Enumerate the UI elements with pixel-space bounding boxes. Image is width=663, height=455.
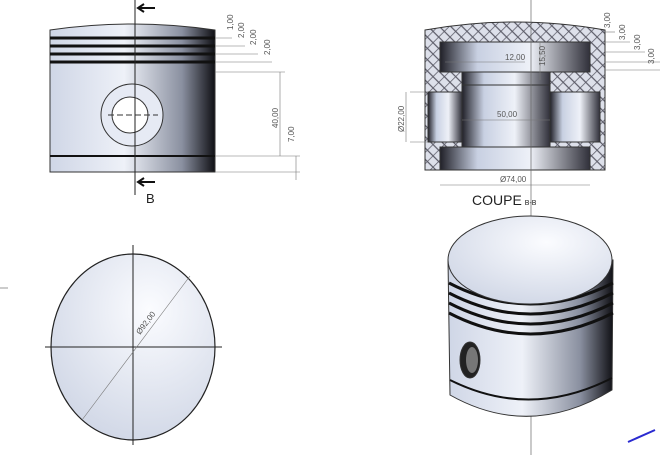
svg-text:7,00: 7,00 bbox=[287, 126, 296, 142]
svg-text:2,00: 2,00 bbox=[263, 39, 272, 55]
dim-crown-depth: 15,50 bbox=[538, 45, 547, 66]
front-dimensions bbox=[215, 37, 300, 180]
section-arrow-bottom-icon bbox=[136, 177, 155, 187]
section-label: B bbox=[146, 191, 155, 206]
isometric-view bbox=[447, 215, 656, 443]
svg-text:40,00: 40,00 bbox=[271, 107, 280, 128]
svg-text:3,00: 3,00 bbox=[647, 48, 656, 64]
svg-text:1,00: 1,00 bbox=[226, 14, 235, 30]
ring-grooves bbox=[50, 36, 215, 157]
svg-text:2,00: 2,00 bbox=[237, 22, 246, 38]
dim-inner-diameter: Ø74,00 bbox=[500, 175, 527, 184]
dim-inner-width: 50,00 bbox=[497, 110, 518, 119]
svg-text:2,00: 2,00 bbox=[249, 29, 258, 45]
accent-mark bbox=[627, 429, 656, 443]
front-view: B 1,00 2,00 2,00 2,00 40,00 7,00 bbox=[49, 0, 300, 206]
svg-text:3,00: 3,00 bbox=[603, 12, 612, 28]
top-view: Ø92,00 bbox=[0, 245, 222, 445]
svg-text:3,00: 3,00 bbox=[633, 34, 642, 50]
section-view: 12,00 15,50 Ø22,00 50,00 Ø74,00 3,00 3,0… bbox=[397, 0, 660, 455]
svg-text:3,00: 3,00 bbox=[618, 24, 627, 40]
section-arrow-top-icon bbox=[136, 3, 155, 13]
dim-pin-bore: Ø22,00 bbox=[397, 105, 406, 132]
front-dimension-labels: 1,00 2,00 2,00 2,00 40,00 7,00 bbox=[226, 14, 296, 142]
dim-wall: 12,00 bbox=[505, 53, 526, 62]
